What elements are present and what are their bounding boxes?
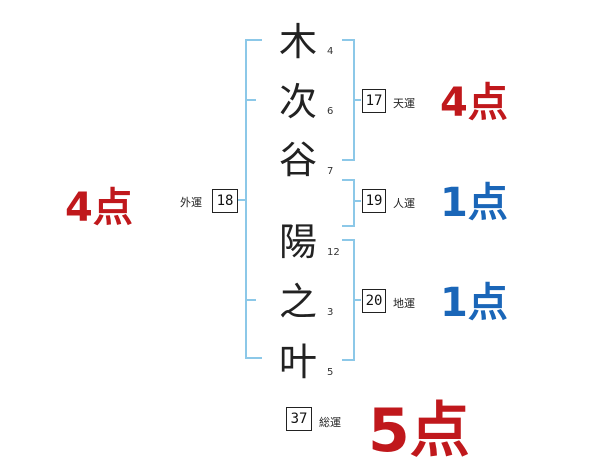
stroke-count-2: 6: [327, 106, 334, 117]
jinkaku-value-box: 19: [362, 189, 386, 213]
jinkaku-label: 人運: [393, 197, 415, 210]
soukaku-points: 5点: [368, 396, 470, 466]
chikaku-value-box: 20: [362, 289, 386, 313]
stroke-count-3: 7: [327, 166, 334, 177]
name-char-5: 之: [278, 280, 317, 324]
name-char-3: 谷: [278, 138, 317, 182]
soukaku-value-box: 37: [286, 407, 312, 431]
name-char-4: 陽: [278, 220, 317, 264]
chikaku-points: 1点: [440, 280, 508, 326]
outer-bracket: [245, 39, 262, 359]
name-char-6: 叶: [278, 340, 317, 384]
tenkaku-label: 天運: [393, 97, 415, 110]
tenkaku-bracket: [342, 39, 355, 161]
tenkaku-value-box: 17: [362, 89, 386, 113]
chikaku-bracket: [342, 239, 355, 361]
stroke-count-1: 4: [327, 46, 334, 57]
soukaku-label: 総運: [319, 416, 341, 429]
jinkaku-bracket: [342, 179, 355, 227]
gaikaku-value-box: 18: [212, 189, 238, 213]
chikaku-label: 地運: [393, 297, 415, 310]
gaikaku-label: 外運: [180, 196, 202, 209]
gaikaku-points: 4点: [65, 185, 133, 231]
stroke-count-4: 12: [327, 247, 340, 258]
stroke-count-6: 5: [327, 367, 334, 378]
tenkaku-points: 4点: [440, 80, 508, 126]
jinkaku-points: 1点: [440, 180, 508, 226]
name-char-1: 木: [278, 20, 317, 64]
name-char-2: 次: [278, 80, 317, 124]
stroke-count-5: 3: [327, 307, 334, 318]
